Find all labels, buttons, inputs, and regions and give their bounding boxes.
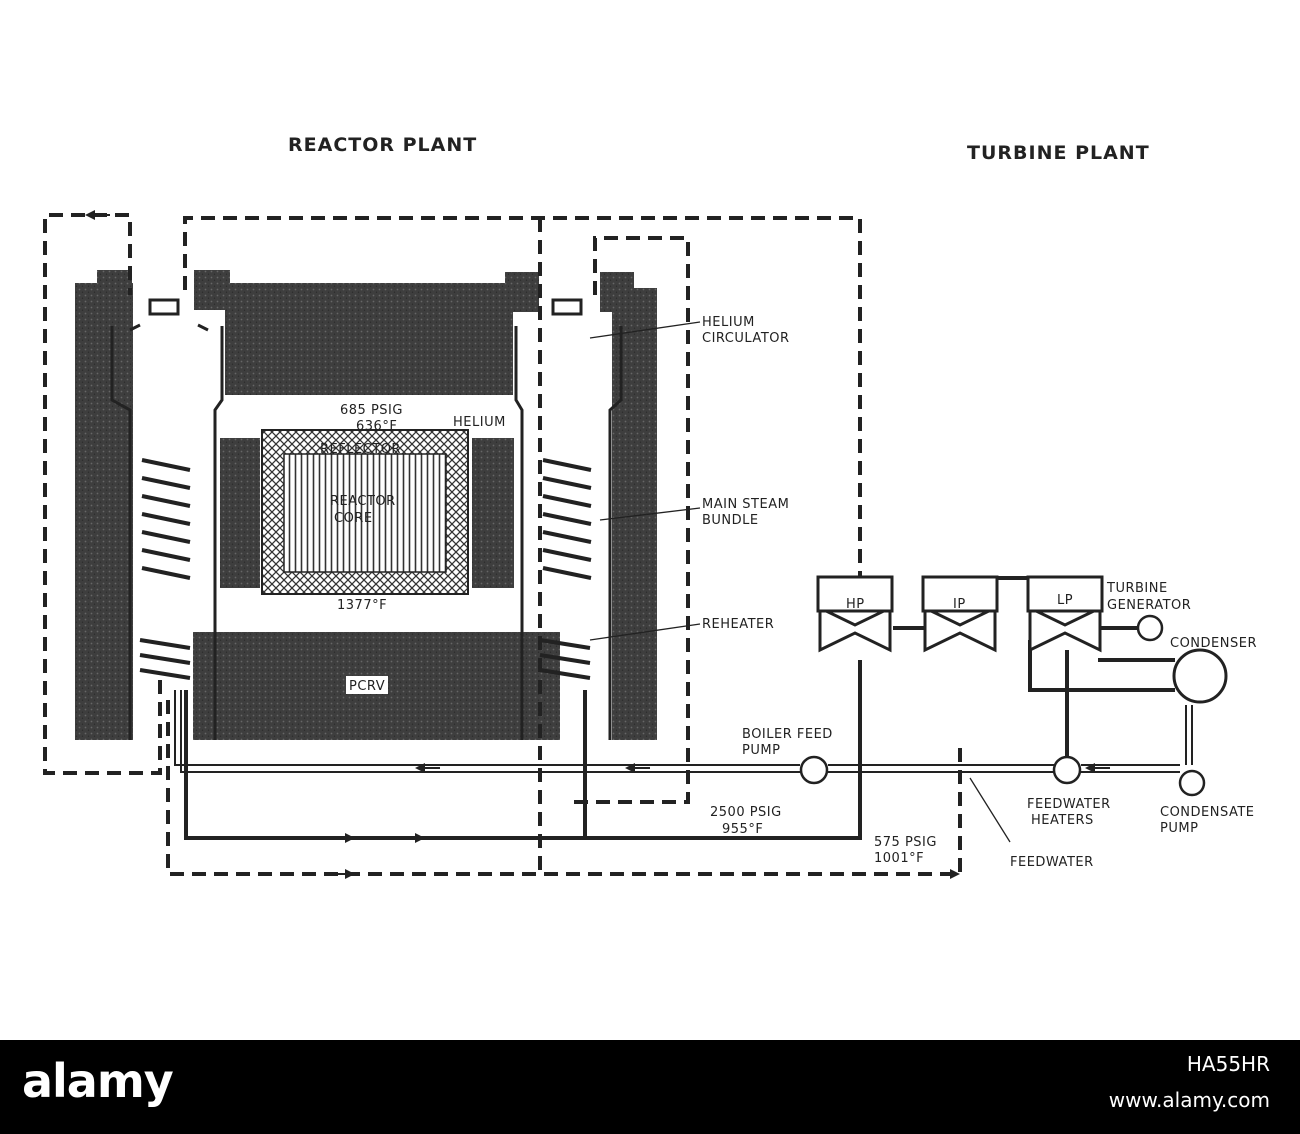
feedwater-line	[174, 690, 1193, 773]
turbine-generator-label-2: GENERATOR	[1107, 598, 1191, 613]
generator-icon	[1136, 614, 1164, 642]
reheat-pressure-label: 575 PSIG	[874, 835, 937, 850]
boiler-feed-pump-icon	[799, 755, 829, 785]
pcrv-label: PCRV	[349, 679, 385, 694]
boiler-feed-label: BOILER FEED	[742, 727, 833, 742]
reheater-label: REHEATER	[702, 617, 774, 632]
reactor-core-label: REACTOR	[330, 494, 396, 509]
temp-bottom-label: 1377°F	[337, 598, 387, 613]
feedwater-heaters-label-2: HEATERS	[1031, 813, 1094, 828]
helium-circulator-label: HELIUM	[702, 315, 755, 330]
condenser-label: CONDENSER	[1170, 636, 1257, 651]
hp-label: HP	[846, 597, 865, 612]
temp-top-label: 636°F	[356, 419, 397, 434]
main-steam-label: MAIN STEAM	[702, 497, 789, 512]
main-steam-coils	[139, 458, 592, 680]
leader-lines	[589, 321, 1011, 843]
condensate-pump-label: CONDENSATE	[1160, 805, 1255, 820]
lp-turbine	[1026, 575, 1104, 653]
lp-label: LP	[1057, 593, 1073, 608]
image-id: HA55HR	[1186, 1052, 1270, 1076]
reheat-temp-label: 1001°F	[874, 851, 924, 866]
reflector-label: REFLECTOR	[320, 442, 401, 457]
pcrv-tag	[346, 676, 388, 694]
feedwater-heaters-label: FEEDWATER	[1027, 797, 1111, 812]
condensate-pump-icon	[1178, 769, 1206, 797]
reactor-core-block	[261, 429, 469, 595]
helium-circulator-label-2: CIRCULATOR	[702, 331, 790, 346]
pressure-top-label: 685 PSIG	[340, 403, 403, 418]
brand-logo: alamy	[22, 1054, 174, 1108]
reactor-plant-heading: REACTOR PLANT	[288, 134, 477, 156]
steam-pressure-label: 2500 PSIG	[710, 805, 782, 820]
condenser-icon	[1172, 648, 1228, 704]
turbine-plant-heading: TURBINE PLANT	[967, 142, 1150, 164]
main-steam-label-2: BUNDLE	[702, 513, 759, 528]
hp-turbine	[816, 575, 894, 653]
flow-arrows	[85, 210, 1110, 879]
feedwater-heater-icon	[1052, 755, 1082, 785]
ip-label: IP	[953, 597, 966, 612]
feedwater-label: FEEDWATER	[1010, 855, 1094, 870]
dashed-loops	[43, 213, 962, 876]
steam-generator-right	[514, 298, 623, 740]
ip-turbine	[921, 575, 999, 653]
stock-footer: alamy HA55HR www.alamy.com	[0, 1040, 1300, 1134]
turbine-generator-label: TURBINE	[1106, 581, 1168, 596]
reactor-core-label-2: CORE	[334, 511, 373, 526]
boiler-feed-label-2: PUMP	[742, 743, 780, 758]
steam-generator-left	[110, 298, 224, 740]
steam-temp-label: 955°F	[722, 822, 763, 837]
helium-label: HELIUM	[453, 415, 506, 430]
pcrv-concrete	[75, 270, 657, 740]
site-url: www.alamy.com	[1108, 1088, 1270, 1112]
condensate-pump-label-2: PUMP	[1160, 821, 1198, 836]
hgtr-plant-diagram: REACTOR PLANT TURBINE PLANT	[43, 134, 1257, 879]
